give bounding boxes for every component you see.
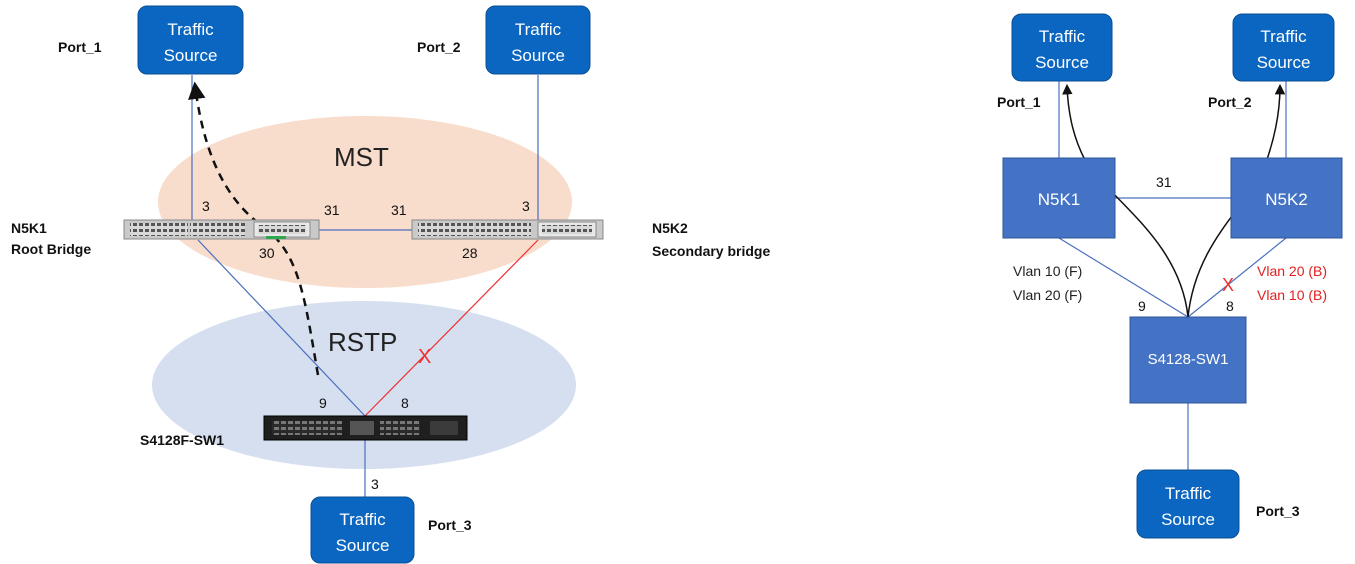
- r-link-n5k2-switch: [1187, 237, 1287, 318]
- port-num-n5k2-down: 28: [462, 245, 478, 261]
- svg-text:Source: Source: [164, 46, 218, 65]
- r-s4128-box: S4128-SW1: [1129, 316, 1247, 404]
- r-traffic-source-box-port3: Traffic Source: [1136, 469, 1240, 539]
- r-port-num-inter-switch: 31: [1156, 174, 1172, 190]
- svg-text:Traffic: Traffic: [515, 20, 562, 39]
- r-traffic-source-box-port1: Traffic Source: [1011, 13, 1113, 82]
- n5k2-switch-device: [411, 219, 604, 240]
- link-n5k1-switch: [197, 239, 366, 417]
- svg-text:Traffic: Traffic: [167, 20, 214, 39]
- r-vlan-right-1: Vlan 20 (B): [1257, 263, 1327, 279]
- r-port-label-port3: Port_3: [1256, 503, 1300, 519]
- mst-label: MST: [334, 142, 389, 172]
- port-num-switch-right: 8: [401, 395, 409, 411]
- r-traffic-source-box-port2: Traffic Source: [1232, 13, 1335, 82]
- svg-text:S4128-SW1: S4128-SW1: [1148, 351, 1229, 368]
- left-diagram: MST RSTP X: [11, 5, 770, 564]
- n5k1-role: Root Bridge: [11, 241, 91, 257]
- port-num-n5k1-right: 31: [324, 202, 340, 218]
- port-num-n5k1-down: 30: [259, 245, 275, 261]
- n5k2-name: N5K2: [652, 220, 688, 236]
- n5k1-name: N5K1: [11, 220, 47, 236]
- n5k2-role: Secondary bridge: [652, 243, 770, 259]
- svg-text:Source: Source: [336, 536, 390, 555]
- rstp-label: RSTP: [328, 327, 397, 357]
- port-num-n5k1-up: 3: [202, 198, 210, 214]
- port-num-n5k2-left: 31: [391, 202, 407, 218]
- svg-text:Traffic: Traffic: [1260, 27, 1307, 46]
- n5k1-switch-device: [123, 219, 320, 240]
- r-link-n5k1-switch: [1058, 237, 1189, 318]
- r-port-label-port2: Port_2: [1208, 94, 1252, 110]
- port-num-switch-left: 9: [319, 395, 327, 411]
- r-vlan-right-2: Vlan 10 (B): [1257, 287, 1327, 303]
- s4128f-name: S4128F-SW1: [140, 432, 224, 448]
- port-label-port3: Port_3: [428, 517, 472, 533]
- port-num-switch-down: 3: [371, 476, 379, 492]
- link-n5k2-switch-blocked: [364, 239, 539, 417]
- svg-text:Source: Source: [1035, 53, 1089, 72]
- r-vlan-left-2: Vlan 20 (F): [1013, 287, 1082, 303]
- blocked-x-mark: X: [418, 346, 431, 368]
- svg-text:Traffic: Traffic: [1165, 484, 1212, 503]
- svg-text:Traffic: Traffic: [1039, 27, 1086, 46]
- r-port-num-switch-right: 8: [1226, 298, 1234, 314]
- r-port-label-port1: Port_1: [997, 94, 1041, 110]
- r-port-num-switch-left: 9: [1138, 298, 1146, 314]
- r-blocked-x-mark: X: [1222, 275, 1234, 295]
- traffic-source-box-port2: Traffic Source: [485, 5, 591, 75]
- r-vlan-left-1: Vlan 10 (F): [1013, 263, 1082, 279]
- svg-text:Traffic: Traffic: [339, 510, 386, 529]
- svg-text:Source: Source: [511, 46, 565, 65]
- mst-region: [158, 116, 572, 288]
- right-diagram: N5K1 N5K2 S4128-SW1 Traffic Source Traff…: [997, 13, 1343, 539]
- port-label-port2: Port_2: [417, 39, 461, 55]
- port-num-n5k2-up: 3: [522, 198, 530, 214]
- port-label-port1: Port_1: [58, 39, 102, 55]
- svg-text:Source: Source: [1161, 510, 1215, 529]
- rstp-region: [152, 301, 576, 469]
- traffic-source-box-port1: Traffic Source: [137, 5, 244, 75]
- r-n5k1-box: N5K1: [1002, 157, 1116, 239]
- s4128f-switch-device: [263, 415, 468, 441]
- traffic-source-box-port3: Traffic Source: [310, 496, 415, 564]
- svg-text:Source: Source: [1257, 53, 1311, 72]
- svg-text:N5K1: N5K1: [1038, 190, 1081, 209]
- r-n5k2-box: N5K2: [1230, 157, 1343, 239]
- svg-text:N5K2: N5K2: [1265, 190, 1308, 209]
